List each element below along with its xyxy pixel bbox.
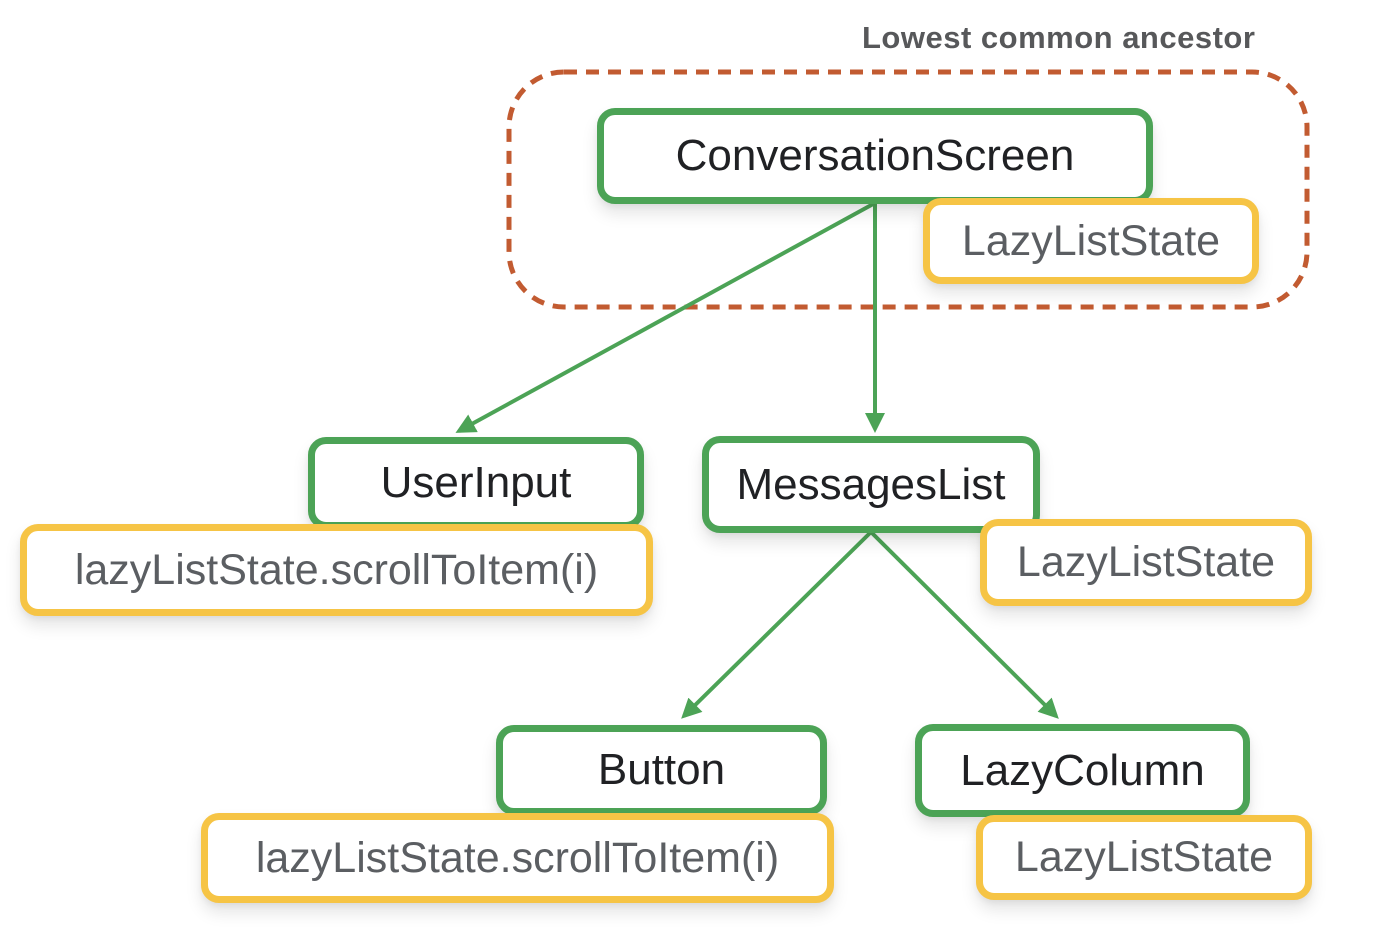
edge-messageslist-to-button (681, 530, 873, 719)
node-messages-list: MessagesList (702, 436, 1040, 533)
edge-messageslist-to-lazycolumn (869, 530, 1059, 719)
state-badge-button-label: lazyListState.scrollToItem(i) (255, 833, 780, 882)
state-badge-button: lazyListState.scrollToItem(i) (201, 813, 834, 903)
state-badge-user-input: lazyListState.scrollToItem(i) (20, 524, 653, 616)
edge-conversationscreen-to-userinput (455, 201, 876, 433)
state-badge-messages-list: LazyListState (980, 519, 1312, 606)
node-button-label: Button (597, 745, 726, 794)
state-badge-user-input-label: lazyListState.scrollToItem(i) (74, 545, 599, 594)
node-user-input-label: UserInput (380, 458, 572, 507)
node-button: Button (496, 725, 827, 815)
node-lazy-column-label: LazyColumn (960, 745, 1205, 795)
node-user-input: UserInput (308, 437, 644, 529)
node-lazy-column: LazyColumn (915, 724, 1250, 817)
node-conversation-screen-label: ConversationScreen (675, 131, 1075, 180)
lowest-common-ancestor-boundary (506, 69, 1310, 310)
state-badge-lazy-column-label: LazyListState (1014, 833, 1274, 881)
diagram-title: Lowest common ancestor (862, 20, 1256, 55)
state-badge-conversation-screen-label: LazyListState (961, 216, 1221, 265)
node-conversation-screen: ConversationScreen (597, 108, 1153, 204)
state-badge-conversation-screen: LazyListState (923, 198, 1259, 284)
state-badge-lazy-column: LazyListState (976, 815, 1312, 900)
state-badge-messages-list-label: LazyListState (1016, 538, 1276, 586)
node-messages-list-label: MessagesList (736, 459, 1006, 509)
